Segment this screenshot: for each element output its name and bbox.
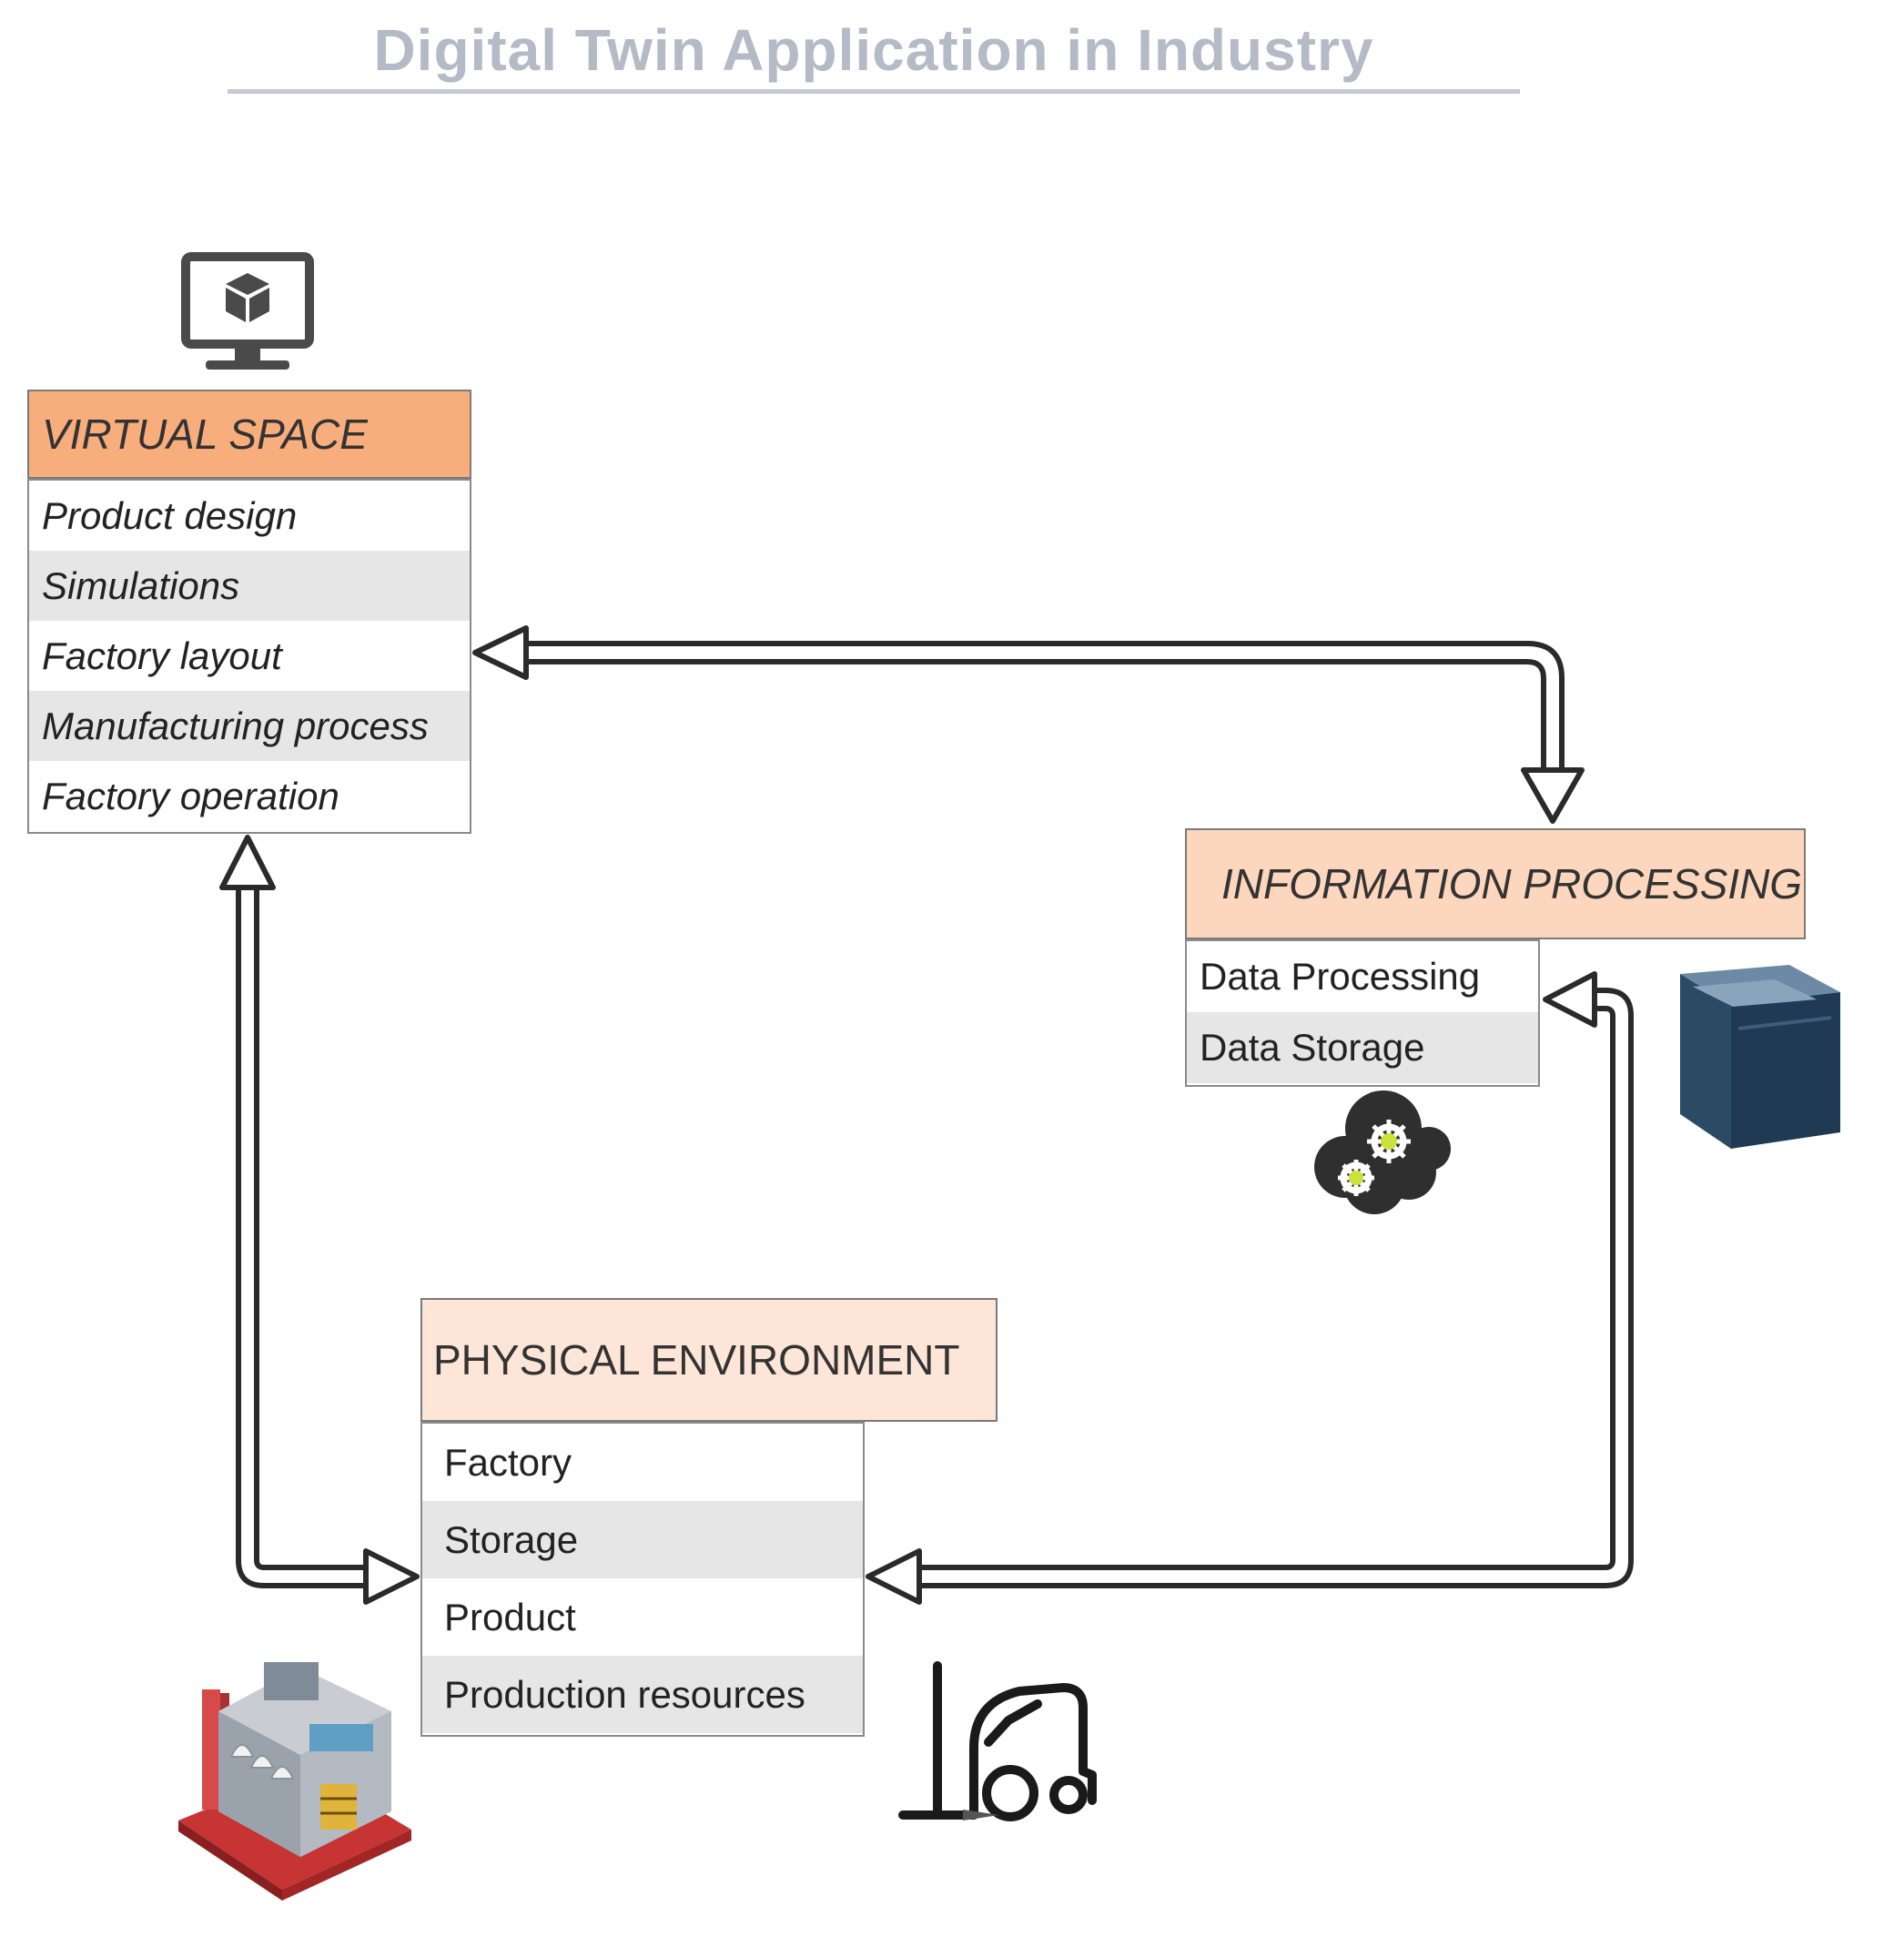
factory-building-icon [178, 1662, 411, 1901]
connector-virtual-to-physical-outer [236, 887, 366, 1588]
list-item: Manufacturing process [29, 691, 470, 761]
connector-info-to-physical-outer [919, 988, 1634, 1588]
connector-virtual-to-physical-inner [254, 887, 366, 1570]
list-item: Factory [444, 1440, 572, 1484]
list-item: Product design [42, 493, 298, 537]
list-item: Product [444, 1595, 576, 1638]
list-item: Storage [422, 1501, 863, 1578]
list-item: Factory layout [42, 634, 282, 677]
diagram-title: Digital Twin Application in Industry [373, 17, 1374, 83]
cloud-gears-icon [1314, 1090, 1451, 1214]
list-item: Production resources [422, 1656, 863, 1733]
arrowhead-physical-right [363, 1548, 420, 1605]
arrowhead-info-down [1521, 767, 1585, 824]
arrowhead-info-left [1543, 971, 1597, 1028]
physical-environment-title: PHYSICAL ENVIRONMENT [433, 1336, 960, 1384]
arrowhead-virtual-left [472, 625, 529, 680]
physical-environment-header: PHYSICAL ENVIRONMENT [420, 1298, 998, 1422]
title-underline [228, 89, 1520, 94]
information-processing-title: INFORMATION PROCESSING [1221, 860, 1803, 908]
virtual-space-list: Product design Simulations Factory layou… [27, 479, 471, 834]
monitor-cube-icon [181, 252, 314, 370]
forklift-icon [898, 1661, 1097, 1821]
connector-virtual-to-info-inner [523, 659, 1546, 770]
physical-environment-list: Factory Storage Product Production resou… [420, 1422, 865, 1737]
list-item: Factory operation [42, 774, 339, 817]
information-processing-list: Data Processing Data Storage [1185, 939, 1540, 1087]
virtual-space-header: VIRTUAL SPACE [27, 390, 471, 479]
list-item: Data Processing [1200, 955, 1481, 998]
connector-info-to-physical-inner [919, 1006, 1615, 1570]
information-processing-header: INFORMATION PROCESSING [1185, 828, 1806, 939]
arrowhead-physical-left [866, 1548, 922, 1605]
arrowhead-virtual-up [219, 835, 276, 890]
list-item: Data Storage [1187, 1012, 1538, 1083]
connector-virtual-to-info-outer [523, 641, 1565, 770]
server-icon [1680, 965, 1840, 1149]
virtual-space-title: VIRTUAL SPACE [42, 411, 368, 458]
list-item: Simulations [29, 551, 470, 621]
